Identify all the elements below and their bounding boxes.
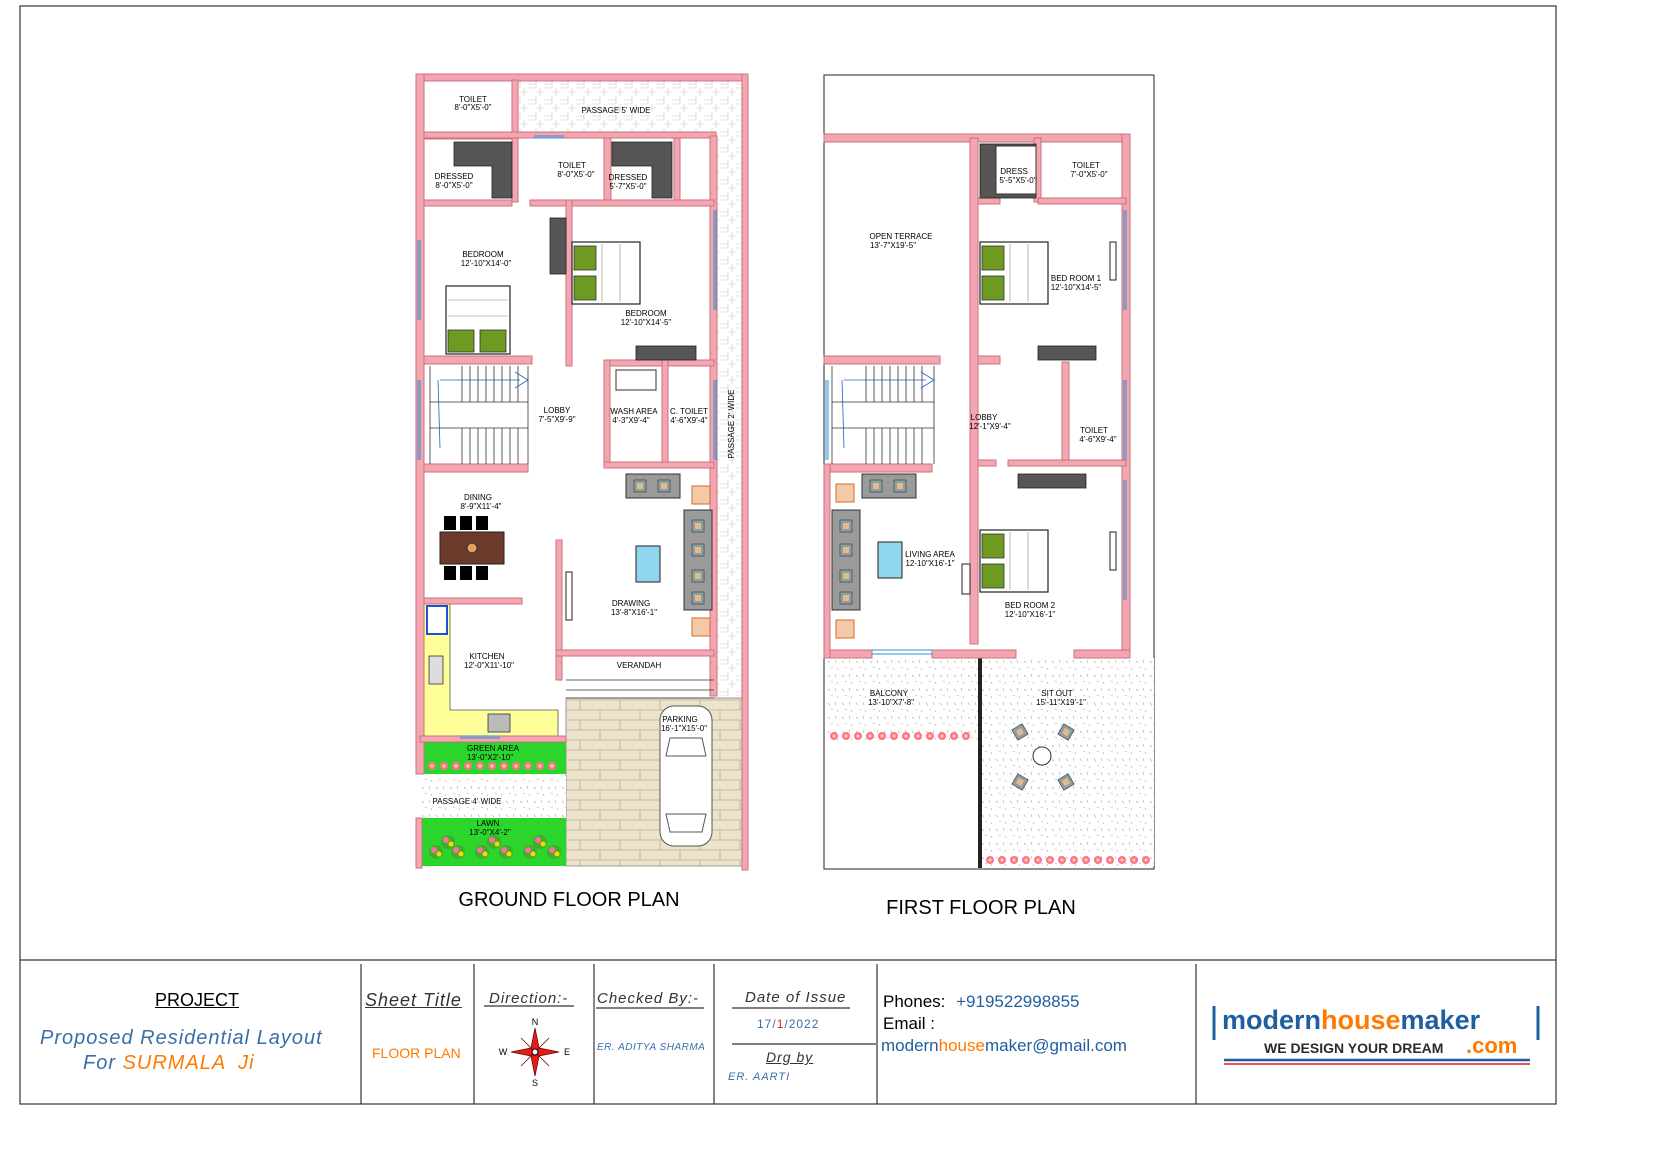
gf-room-name: PASSAGE 4' WIDE [433,797,502,806]
gf-room-dims: 8'-0"X5'-0" [454,103,491,112]
gf-room-dims: 13'-0"X4'-2" [469,828,511,837]
gf-room-name: VERANDAH [617,661,662,670]
gf-room-name: GREEN AREA [467,744,520,753]
project-name: Proposed Residential Layout [40,1027,323,1049]
checked-by-value: ER. ADITYA SHARMA [597,1042,706,1053]
phones-value[interactable]: +919522998855 [956,992,1080,1011]
date-month: 1 [776,1017,785,1031]
project-for-label: For [83,1052,116,1074]
ff-room-name: BED ROOM 2 [1005,601,1056,610]
compass-w-label: W [499,1047,508,1057]
compass-e-label: E [564,1047,570,1057]
gf-room-name: C. TOILET [670,407,708,416]
email-part-3: maker@ [984,1036,1050,1055]
ff-room-name: BED ROOM 1 [1051,274,1102,283]
ground-floor-caption: GROUND FLOOR PLAN [458,889,679,911]
gf-room-name: LOBBY [544,406,571,415]
gf-room-dims: 4'-3"X9'-4" [612,416,649,425]
ff-room-name: SIT OUT [1041,689,1073,698]
svg-text:modernhousemaker: modernhousemaker [1222,1005,1481,1035]
logo-com: .com [1466,1033,1517,1058]
email-part-4: gmail.com [1049,1036,1127,1055]
drawn-by-value: ER. AARTI [728,1071,791,1083]
gf-room-name: TOILET [459,95,487,104]
brand-logo: modernhousemaker WE DESIGN YOUR DREAM .c… [1212,1005,1540,1065]
email-part-2: house [938,1036,985,1055]
email-label: Email : [883,1014,935,1033]
drawn-by-label: Drg by [766,1049,814,1065]
compass-s-label: S [532,1078,538,1088]
email-part-1: modern [881,1036,939,1055]
gf-room-name: LAWN [477,819,500,828]
gf-room-name: PARKING [662,715,697,724]
gf-room-dims: 13'-0"X2'-10" [467,753,513,762]
gf-room-name: DRAWING [612,599,650,608]
project-suffix: Ji [238,1052,255,1074]
ff-room-name: TOILET [1072,161,1100,170]
ff-room-dims: 4'-6"X9'-4" [1079,435,1116,444]
ground-floor-plan: TOILET 8'-0"X5'-0" PASSAGE 5' WIDE TOILE… [415,73,749,911]
date-day: 17/ [757,1017,777,1031]
first-floor-caption: FIRST FLOOR PLAN [886,897,1076,919]
date-of-issue-value: 17/1/2022 [757,1017,819,1031]
ff-room-name: LOBBY [971,413,998,422]
ff-room-dims: 5'-5"X5'-0" [999,176,1036,185]
ff-room-name: LIVING AREA [905,550,955,559]
project-client: SURMALA [122,1052,226,1074]
compass-n-label: N [532,1017,539,1027]
logo-tagline: WE DESIGN YOUR DREAM [1264,1040,1443,1056]
gf-room-dims: 5'-7"X5'-0" [609,182,646,191]
ff-room-dims: 12'-10"X16'-1" [1005,610,1056,619]
gf-room-name: KITCHEN [469,652,504,661]
ff-room-dims: 13'-10"X7'-8" [868,698,914,707]
ff-room-dims: 12'-10"X14'-5" [1051,283,1102,292]
ff-room-name: TOILET [1080,426,1108,435]
project-client-line: For SURMALA Ji [83,1052,255,1075]
first-floor-plan: OPEN TERRACE 13'-7"X19'-5" DRESS 5'-5"X5… [823,74,1155,919]
ff-room-dims: 12'-1"X9'-4" [969,422,1011,431]
phones-row: Phones: +919522998855 [883,992,1080,1012]
ff-room-name: DRESS [1000,167,1028,176]
gf-room-name: DRESSED [609,173,648,182]
checked-by-label: Checked By:- [597,990,700,1007]
project-heading: PROJECT [155,990,240,1010]
sheet-title-label: Sheet Title [365,990,462,1010]
gf-room-name: BEDROOM [462,250,504,259]
ff-room-dims: 15'-11"X19'-1" [1036,698,1086,707]
gf-room-dims: 7'-5"X9'-9" [538,415,575,424]
gf-room-dims: 12'-10"X14'-5" [621,318,672,327]
gf-room-name: BEDROOM [625,309,667,318]
gf-room-dims: 12'-10"X14'-0" [461,259,512,268]
date-of-issue-label: Date of Issue [745,989,847,1006]
compass-rose-icon: N S E W [499,1017,570,1088]
sheet-title-value: FLOOR PLAN [372,1045,461,1061]
gf-room-name: WASH AREA [610,407,658,416]
gf-room-name: DRESSED [435,172,474,181]
ff-room-name: OPEN TERRACE [870,232,933,241]
gf-room-dims: 8'-9"X11'-4" [460,502,501,511]
direction-label: Direction:- [489,990,569,1007]
date-year: /2022 [784,1017,820,1031]
email-value[interactable]: modernhousemaker@gmail.com [881,1036,1127,1056]
gf-room-name: PASSAGE 5' WIDE [582,106,651,115]
ff-room-name: BALCONY [870,689,909,698]
gf-room-name: PASSAGE 2' WIDE [727,390,736,459]
ff-room-dims: 7'-0"X5'-0" [1070,170,1107,179]
title-block-frame [20,959,1556,1104]
gf-room-name: DINING [464,493,492,502]
gf-room-dims: 12'-0"X11'-10" [464,661,514,670]
logo-text-1: modern [1222,1005,1321,1035]
ff-room-dims: 13'-7"X19'-5" [870,241,916,250]
ff-room-dims: 12-10"X16'-1" [905,559,954,568]
logo-text-2: house [1321,1005,1401,1035]
phones-label: Phones: [883,992,946,1011]
gf-room-dims: 4'-6"X9'-4" [670,416,707,425]
gf-room-dims: 13'-8"X16'-1" [611,608,657,617]
gf-room-dims: 16'-1"X15'-0" [661,724,707,733]
logo-text-3: maker [1401,1005,1481,1035]
gf-room-dims: 8'-0"X5'-0" [435,181,472,190]
gf-room-name: TOILET [558,161,586,170]
gf-room-dims: 8'-0"X5'-0" [557,170,594,179]
